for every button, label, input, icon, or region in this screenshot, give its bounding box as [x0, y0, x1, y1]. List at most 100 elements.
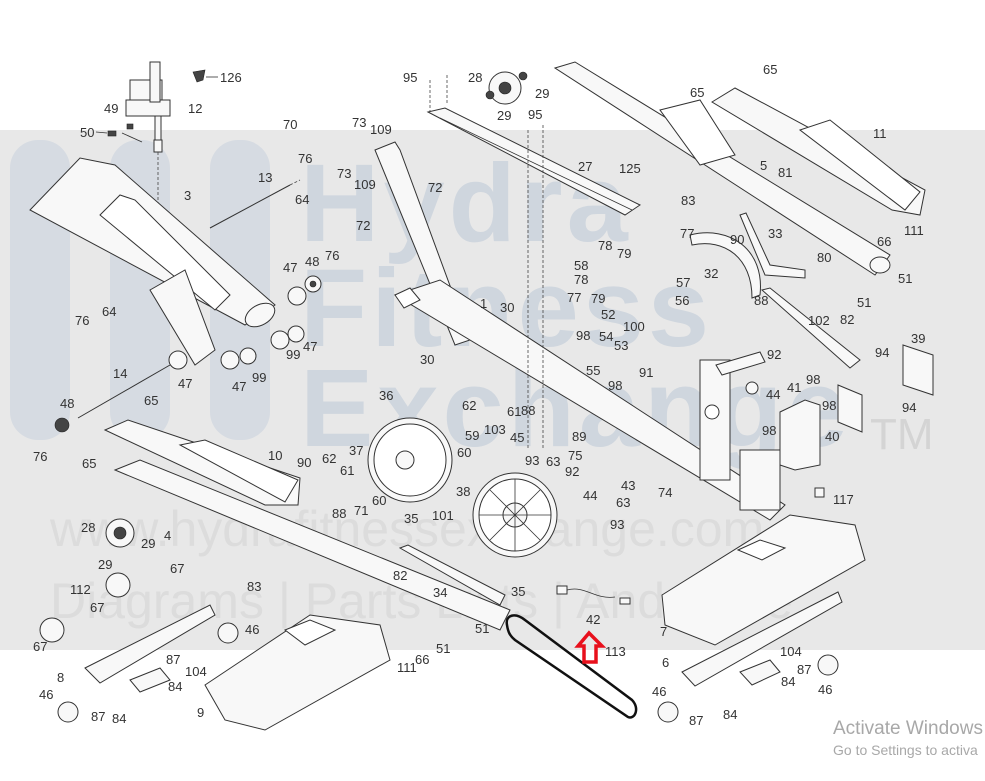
- label-92b: 92: [565, 464, 579, 479]
- label-82b: 82: [393, 568, 407, 583]
- part-34-bracket: [398, 544, 506, 606]
- label-6: 6: [662, 655, 669, 670]
- label-87c: 87: [797, 662, 811, 677]
- label-63b: 63: [616, 495, 630, 510]
- label-75: 75: [568, 448, 582, 463]
- label-66a: 66: [877, 234, 891, 249]
- label-27: 27: [578, 159, 592, 174]
- part-28-roller-top: [485, 71, 528, 105]
- label-54: 54: [599, 329, 613, 344]
- label-1: 1: [480, 296, 487, 311]
- label-3: 3: [184, 188, 191, 203]
- label-84a: 84: [168, 679, 182, 694]
- label-67b: 67: [90, 600, 104, 615]
- label-32: 32: [704, 266, 718, 281]
- label-48b: 48: [60, 396, 74, 411]
- label-41: 41: [787, 380, 801, 395]
- label-102: 102: [808, 313, 830, 328]
- label-37: 37: [349, 443, 363, 458]
- label-61b: 61: [340, 463, 354, 478]
- label-111b: 111: [397, 660, 417, 675]
- label-87d: 87: [689, 713, 703, 728]
- label-66b: 66: [415, 652, 429, 667]
- label-60a: 60: [457, 445, 471, 460]
- label-47d: 47: [232, 379, 246, 394]
- label-28a: 28: [468, 70, 482, 85]
- label-30b: 30: [420, 352, 434, 367]
- label-90b: 90: [297, 455, 311, 470]
- label-104a: 104: [185, 664, 207, 679]
- label-99b: 99: [252, 370, 266, 385]
- label-76c: 76: [75, 313, 89, 328]
- label-74: 74: [658, 485, 672, 500]
- part-labels: 126 12 49 50 70 73 109 73 109 76 64 13 3…: [33, 62, 925, 728]
- label-63a: 63: [546, 454, 560, 469]
- part-33-link: [739, 212, 806, 279]
- part-38-pulley: [472, 472, 558, 558]
- label-47b: 47: [303, 339, 317, 354]
- label-28b: 28: [81, 520, 95, 535]
- label-98a: 98: [576, 328, 590, 343]
- label-98c: 98: [806, 372, 820, 387]
- label-94b: 94: [902, 400, 916, 415]
- label-98e: 98: [762, 423, 776, 438]
- label-36: 36: [379, 388, 393, 403]
- activation-title: Activate Windows: [833, 718, 983, 739]
- label-70: 70: [283, 117, 297, 132]
- label-82a: 82: [840, 312, 854, 327]
- label-53: 53: [614, 338, 628, 353]
- label-46b: 46: [39, 687, 53, 702]
- label-67c: 67: [33, 639, 47, 654]
- label-80: 80: [817, 250, 831, 265]
- label-125: 125: [619, 161, 641, 176]
- part-36-flywheel: [367, 417, 453, 503]
- label-46c: 46: [818, 682, 832, 697]
- label-49: 49: [104, 101, 118, 116]
- label-90a: 90: [730, 232, 744, 247]
- label-92a: 92: [767, 347, 781, 362]
- label-44b: 44: [583, 488, 597, 503]
- label-79b: 79: [591, 291, 605, 306]
- label-78b: 78: [574, 272, 588, 287]
- label-65b: 65: [690, 85, 704, 100]
- label-72a: 72: [428, 180, 442, 195]
- label-93b: 93: [610, 517, 624, 532]
- label-65d: 65: [82, 456, 96, 471]
- part-28-roller-left: [105, 518, 135, 548]
- label-43: 43: [621, 478, 635, 493]
- label-42: 42: [586, 612, 600, 627]
- part-8-rear-stabilizer: [39, 572, 239, 723]
- label-60b: 60: [372, 493, 386, 508]
- label-34: 34: [433, 585, 447, 600]
- label-73b: 73: [337, 166, 351, 181]
- label-51a: 51: [898, 271, 912, 286]
- label-95a: 95: [403, 70, 417, 85]
- label-48a: 48: [305, 254, 319, 269]
- part-3-ramp: [29, 157, 276, 366]
- label-94a: 94: [875, 345, 889, 360]
- part-42-wire-harness: [556, 585, 631, 605]
- label-40: 40: [825, 429, 839, 444]
- part-32-guard: [689, 232, 761, 299]
- label-79a: 79: [617, 246, 631, 261]
- label-57: 57: [676, 275, 690, 290]
- label-39: 39: [911, 331, 925, 346]
- activation-subtitle: Go to Settings to activa: [833, 742, 978, 758]
- label-83a: 83: [681, 193, 695, 208]
- label-111a: 111: [904, 223, 924, 238]
- label-52: 52: [601, 307, 615, 322]
- bearings-47-99: [54, 275, 322, 433]
- label-46d: 46: [652, 684, 666, 699]
- part-9-cover: [204, 614, 391, 731]
- label-67a: 67: [170, 561, 184, 576]
- label-13: 13: [258, 170, 272, 185]
- label-38: 38: [456, 484, 470, 499]
- label-87b: 87: [91, 709, 105, 724]
- part-126-clip: [192, 69, 218, 83]
- label-88a: 88: [754, 293, 768, 308]
- label-101: 101: [432, 508, 454, 523]
- label-87a: 87: [166, 652, 180, 667]
- label-35b: 35: [511, 584, 525, 599]
- part-113-belt: [505, 614, 638, 719]
